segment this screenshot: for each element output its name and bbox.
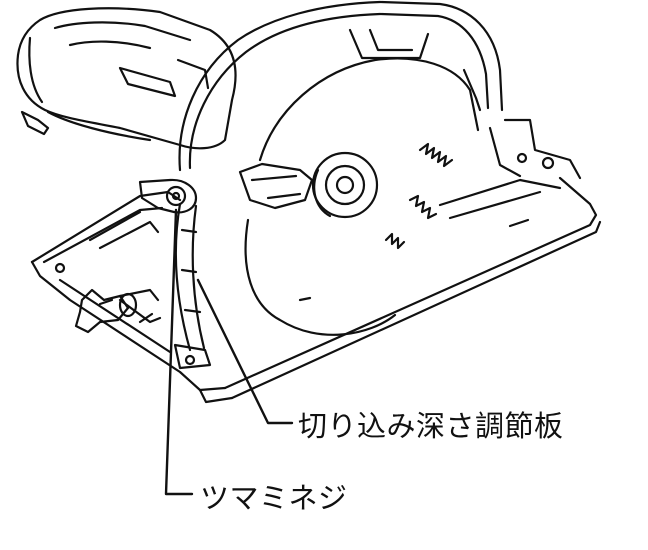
base-plate-icon (30, 118, 602, 404)
thumb-screw-icon (74, 288, 160, 334)
leader-line-thumb-screw (164, 208, 194, 496)
leader-line-depth-plate (196, 278, 294, 425)
label-thumb-screw: ツマミネジ (200, 481, 348, 515)
motor-housing-icon (16, 7, 237, 150)
saw-blade-icon (244, 57, 480, 336)
leader-lines (164, 208, 294, 496)
depth-adjust-plate-icon (173, 202, 212, 370)
label-depth-adjust-plate: 切り込み深さ調節板 (298, 409, 564, 443)
guard-lever-icon (238, 162, 314, 210)
blade-guard-icon (178, 0, 504, 172)
depth-knob-icon (138, 178, 198, 214)
